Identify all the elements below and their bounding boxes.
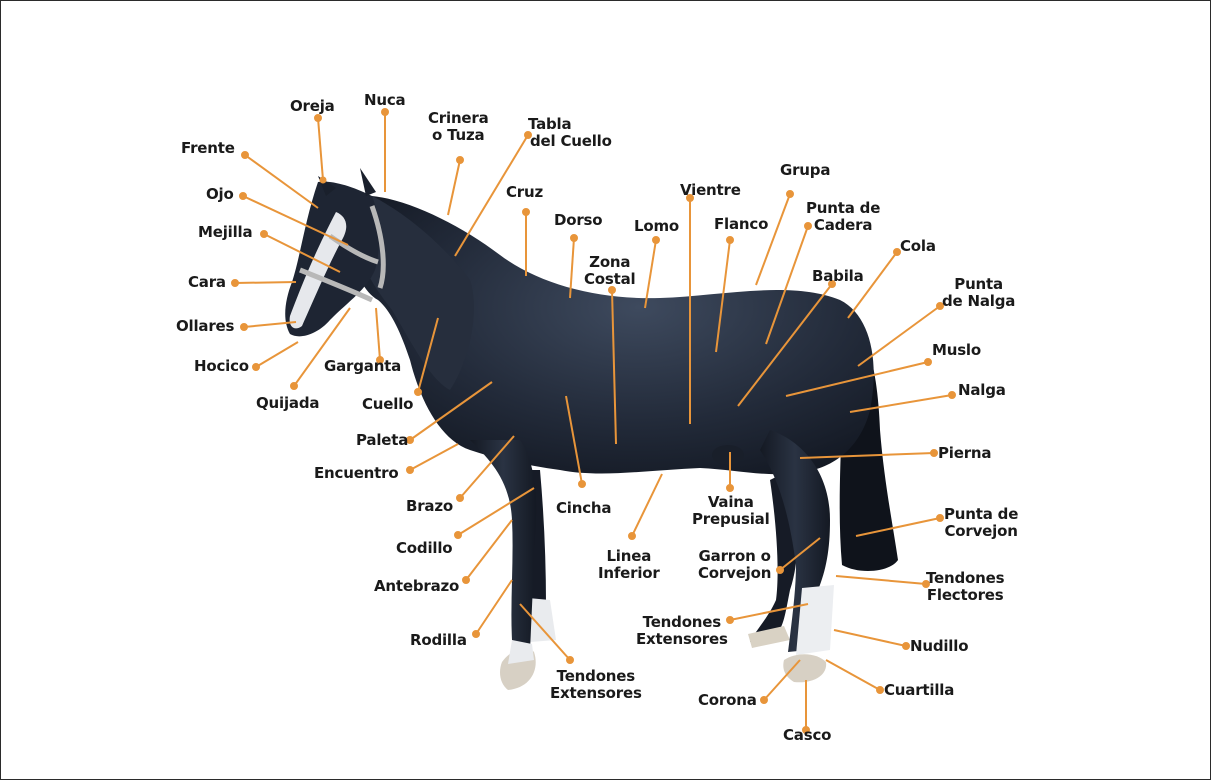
label-garganta: Garganta bbox=[324, 358, 401, 375]
leader-punta-nalga bbox=[858, 303, 943, 366]
label-brazo: Brazo bbox=[406, 498, 453, 515]
near-hind-sock bbox=[796, 585, 834, 655]
label-cincha: Cincha bbox=[556, 500, 611, 517]
leader-cara bbox=[232, 280, 296, 286]
label-antebrazo: Antebrazo bbox=[374, 578, 459, 595]
leader-tendones-flectores bbox=[836, 576, 929, 587]
label-frente: Frente bbox=[181, 140, 235, 157]
label-garron-o-corvejon: Garron oCorvejon bbox=[698, 548, 771, 582]
leader-garganta bbox=[376, 308, 383, 363]
label-punta-de-corvejon: Punta deCorvejon bbox=[944, 506, 1018, 540]
leader-nudillo bbox=[834, 630, 909, 649]
leader-frente bbox=[242, 152, 318, 208]
label-linea-inferior: LineaInferior bbox=[598, 548, 660, 582]
leader-antebrazo bbox=[463, 520, 512, 583]
label-babila: Babila bbox=[812, 268, 864, 285]
label-ojo: Ojo bbox=[206, 186, 234, 203]
label-tendones-extensores-front: TendonesExtensores bbox=[550, 668, 642, 702]
label-nuca: Nuca bbox=[364, 92, 405, 109]
label-codillo: Codillo bbox=[396, 540, 452, 557]
label-nalga: Nalga bbox=[958, 382, 1006, 399]
leader-crinera bbox=[448, 157, 463, 215]
leader-rodilla bbox=[473, 580, 512, 637]
label-lomo: Lomo bbox=[634, 218, 679, 235]
label-pierna: Pierna bbox=[938, 445, 991, 462]
label-corona: Corona bbox=[698, 692, 757, 709]
leader-hocico bbox=[253, 342, 298, 370]
label-cuello: Cuello bbox=[362, 396, 413, 413]
label-ollares: Ollares bbox=[176, 318, 234, 335]
far-front-sock bbox=[528, 598, 556, 642]
label-punta-de-cadera: Punta deCadera bbox=[806, 200, 880, 234]
label-quijada: Quijada bbox=[256, 395, 319, 412]
label-zona-costal: ZonaCostal bbox=[584, 254, 635, 288]
label-tendones-flectores: TendonesFlectores bbox=[926, 570, 1004, 604]
label-cuartilla: Cuartilla bbox=[884, 682, 954, 699]
leader-encuentro bbox=[407, 444, 458, 473]
label-cruz: Cruz bbox=[506, 184, 543, 201]
label-mejilla: Mejilla bbox=[198, 224, 252, 241]
label-cola: Cola bbox=[900, 238, 936, 255]
leader-oreja bbox=[315, 115, 326, 183]
label-vaina-prepusial: VainaPrepusial bbox=[692, 494, 770, 528]
near-front-leg bbox=[470, 440, 536, 650]
leader-dorso bbox=[570, 235, 577, 298]
near-hind-hoof bbox=[783, 654, 826, 682]
label-casco: Casco bbox=[783, 727, 831, 744]
label-oreja: Oreja bbox=[290, 98, 335, 115]
sheath-shape bbox=[712, 445, 744, 465]
label-crinera: Crinerao Tuza bbox=[428, 110, 489, 144]
leader-lomo bbox=[645, 237, 659, 308]
leader-grupa bbox=[756, 191, 793, 285]
leader-cuartilla bbox=[826, 660, 883, 693]
label-punta-de-nalga: Puntade Nalga bbox=[942, 276, 1015, 310]
horse-illustration bbox=[285, 168, 898, 690]
label-cara: Cara bbox=[188, 274, 226, 291]
label-vientre: Vientre bbox=[680, 182, 741, 199]
label-grupa: Grupa bbox=[780, 162, 830, 179]
label-tabla-del-cuello: Tabladel Cuello bbox=[528, 116, 612, 150]
leader-linea-inferior bbox=[629, 474, 662, 539]
leader-nuca bbox=[382, 109, 388, 192]
label-nudillo: Nudillo bbox=[910, 638, 968, 655]
label-flanco: Flanco bbox=[714, 216, 768, 233]
label-tendones-extensores-hind: TendonesExtensores bbox=[636, 614, 728, 648]
label-hocico: Hocico bbox=[194, 358, 249, 375]
leader-cruz bbox=[523, 209, 529, 276]
label-dorso: Dorso bbox=[554, 212, 602, 229]
label-encuentro: Encuentro bbox=[314, 465, 398, 482]
label-rodilla: Rodilla bbox=[410, 632, 467, 649]
label-muslo: Muslo bbox=[932, 342, 981, 359]
label-paleta: Paleta bbox=[356, 432, 408, 449]
